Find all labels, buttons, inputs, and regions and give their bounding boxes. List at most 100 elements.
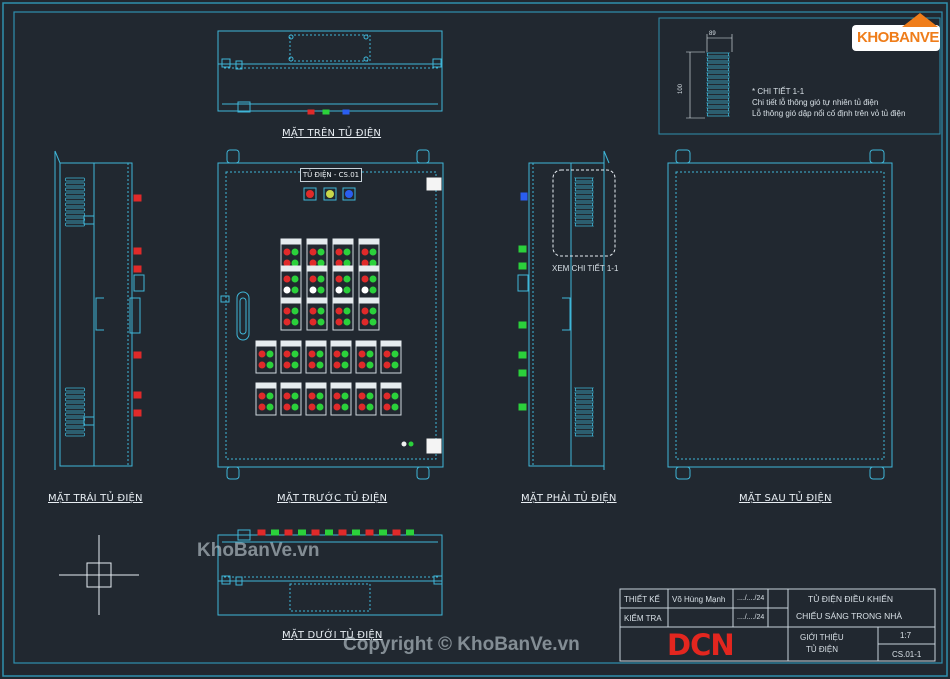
vent-slot: [64, 212, 86, 217]
button-green: [391, 350, 399, 358]
switch-label: [306, 265, 328, 272]
button-green: [291, 350, 299, 358]
button-red: [333, 392, 341, 400]
vent-slot: [64, 222, 86, 227]
vent-slot: [573, 392, 595, 397]
button-green: [343, 286, 351, 294]
bottom-hinge: [221, 575, 231, 585]
button-lower: [258, 361, 266, 369]
front-corner-label: [426, 177, 442, 191]
tb-check-label: KIỂM TRA: [624, 614, 662, 623]
nameplate-text: TỦ ĐIỆN - CS.01: [302, 171, 360, 179]
vent-slot: [64, 182, 86, 187]
button-green: [369, 286, 377, 294]
bottom-view-plate: [289, 583, 371, 612]
pilot-lamp-frame: [342, 187, 356, 201]
button-red: [283, 350, 291, 358]
detail-line2: Lỗ thông gió dập nổi cố định trên vỏ tủ …: [752, 109, 906, 118]
vent-slot: [64, 432, 86, 437]
bottom-device: [392, 529, 401, 536]
button-green: [316, 361, 324, 369]
vent-slot: [64, 412, 86, 417]
tb-scale: 1:7: [900, 631, 912, 640]
front-mount-ear: [416, 466, 430, 480]
button-lower: [309, 318, 317, 326]
switch-label: [355, 382, 377, 389]
button-lower: [335, 286, 343, 294]
button-red: [283, 248, 291, 256]
vent-slot: [573, 387, 595, 392]
detail-vent-slot: [705, 52, 731, 57]
label-left-view: MẶT TRÁI TỦ ĐIỆN: [48, 493, 143, 504]
left-view-bracket: [83, 416, 95, 426]
button-green: [366, 350, 374, 358]
button-green: [341, 361, 349, 369]
button-red: [283, 307, 291, 315]
button-red: [383, 350, 391, 358]
khobanve-logo: KHOBANVE: [852, 13, 940, 51]
button-green: [317, 318, 325, 326]
back-mount-ear: [675, 466, 691, 480]
button-lower: [308, 403, 316, 411]
button-red: [283, 275, 291, 283]
vent-slot: [64, 192, 86, 197]
button-lower: [335, 318, 343, 326]
tb-project-line1: TỦ ĐIỆN ĐIỀU KHIỂN: [808, 594, 894, 604]
right-view-device: [518, 262, 527, 270]
left-view-device: [133, 391, 142, 399]
button-green: [369, 275, 377, 283]
switch-label: [358, 265, 380, 272]
detail-vent-slot: [705, 67, 731, 72]
button-red: [335, 307, 343, 315]
left-view-door: [54, 150, 61, 164]
detail-vent-slot: [705, 77, 731, 82]
button-green: [291, 307, 299, 315]
bottom-device: [257, 529, 266, 536]
button-red: [361, 275, 369, 283]
vent-slot: [573, 207, 595, 212]
button-red: [361, 248, 369, 256]
vent-slot: [64, 392, 86, 397]
bottom-device: [311, 529, 320, 536]
detail-vent-slot: [705, 62, 731, 67]
switch-label: [280, 238, 302, 245]
switch-label: [305, 340, 327, 347]
switch-label: [330, 340, 352, 347]
switch-label: [280, 265, 302, 272]
vent-slot: [573, 427, 595, 432]
detail-vent-slot: [705, 82, 731, 87]
right-view-device: [518, 369, 527, 377]
button-red: [309, 248, 317, 256]
inner-frame: [13, 11, 943, 664]
button-green: [369, 318, 377, 326]
switch-label: [305, 382, 327, 389]
button-green: [341, 350, 349, 358]
button-green: [291, 275, 299, 283]
button-red: [309, 307, 317, 315]
front-mount-ear: [226, 149, 240, 164]
left-view-device: [133, 409, 142, 417]
pilot-lamp-frame: [303, 187, 317, 201]
button-green: [343, 259, 351, 267]
vent-slot: [64, 427, 86, 432]
detail-frame: [658, 17, 941, 135]
button-red: [361, 307, 369, 315]
button-green: [316, 403, 324, 411]
detail-vent-slot: [705, 57, 731, 62]
pilot-lamp-frame: [323, 187, 337, 201]
vent-slot: [573, 197, 595, 202]
left-view-device: [133, 265, 142, 273]
button-green: [369, 248, 377, 256]
nameplate: TỦ ĐIỆN - CS.01: [300, 168, 362, 182]
button-green: [343, 318, 351, 326]
button-lower: [361, 286, 369, 294]
button-green: [291, 392, 299, 400]
top-view-handle: [237, 101, 251, 113]
switch-label: [280, 382, 302, 389]
bottom-device: [352, 529, 360, 536]
tb-project-line2: CHIẾU SÁNG TRONG NHÀ: [796, 611, 903, 621]
button-green: [291, 318, 299, 326]
top-view-body: [217, 30, 443, 112]
